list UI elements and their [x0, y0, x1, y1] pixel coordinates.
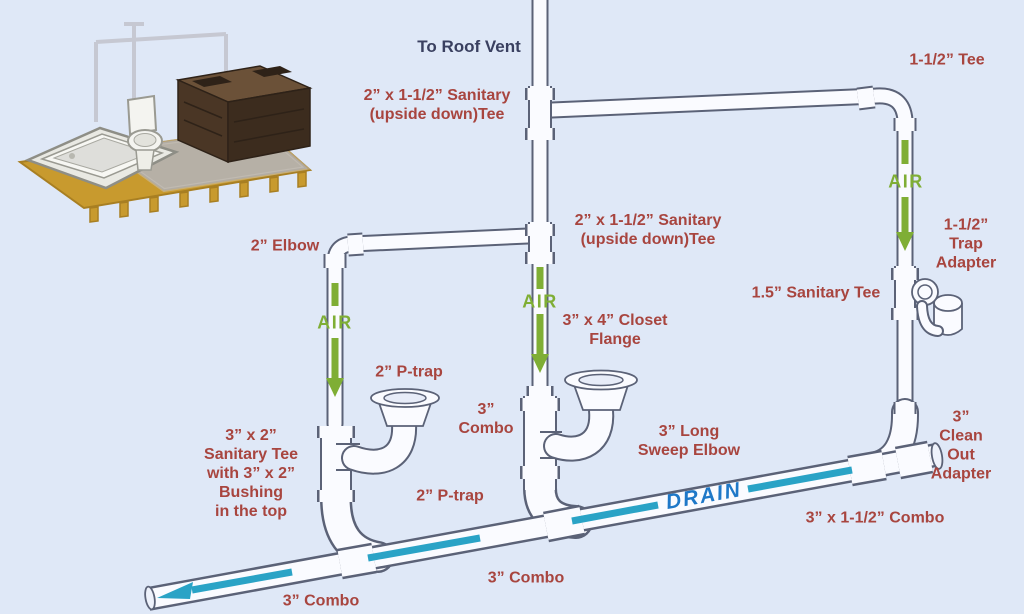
trap-adapter-label: 1-1/2” Trap Adapter: [935, 216, 997, 272]
closet-flange-label: 3” x 4” Closet Flange: [562, 312, 668, 348]
left-branch-pipes: [317, 227, 537, 573]
clean-out-adapter-label: 3” Clean Out Adapter: [930, 408, 992, 482]
mid-sanitary-tee-label: 2” x 1-1/2” Sanitary (upside down)Tee: [574, 212, 722, 248]
air-label-right: AIR: [888, 171, 924, 192]
combo-3-mid-label: 3” Combo: [458, 401, 514, 437]
combo-bottom-left-label: 3” Combo: [282, 592, 360, 610]
p-trap-upper-label: 2” P-trap: [375, 363, 443, 381]
combo-bottom-mid-label: 3” Combo: [487, 569, 565, 587]
tee-1-1-2-label: 1-1/2” Tee: [909, 51, 985, 69]
sanitary-tee-1-5-label: 1.5” Sanitary Tee: [751, 284, 881, 302]
top-sanitary-tee-label: 2” x 1-1/2” Sanitary (upside down)Tee: [363, 87, 511, 123]
air-label-left: AIR: [317, 312, 353, 333]
bathroom-illustration: [17, 22, 313, 223]
combo-3x112-label: 3” x 1-1/2” Combo: [805, 509, 945, 527]
p-trap-lower-label: 2” P-trap: [416, 487, 484, 505]
air-arrow-right: [896, 140, 914, 251]
air-label-middle: AIR: [522, 291, 558, 312]
to-roof-vent-label: To Roof Vent: [417, 36, 521, 56]
drain-flow-arrow: [157, 466, 853, 599]
elbow-2-label: 2” Elbow: [250, 237, 320, 255]
long-sweep-elbow-label: 3” Long Sweep Elbow: [637, 423, 741, 459]
air-arrow-middle: [531, 267, 549, 373]
air-arrow-left: [326, 283, 344, 397]
sanitary-tee-3x2-label: 3” x 2” Sanitary Tee with 3” x 2” Bushin…: [204, 426, 298, 520]
